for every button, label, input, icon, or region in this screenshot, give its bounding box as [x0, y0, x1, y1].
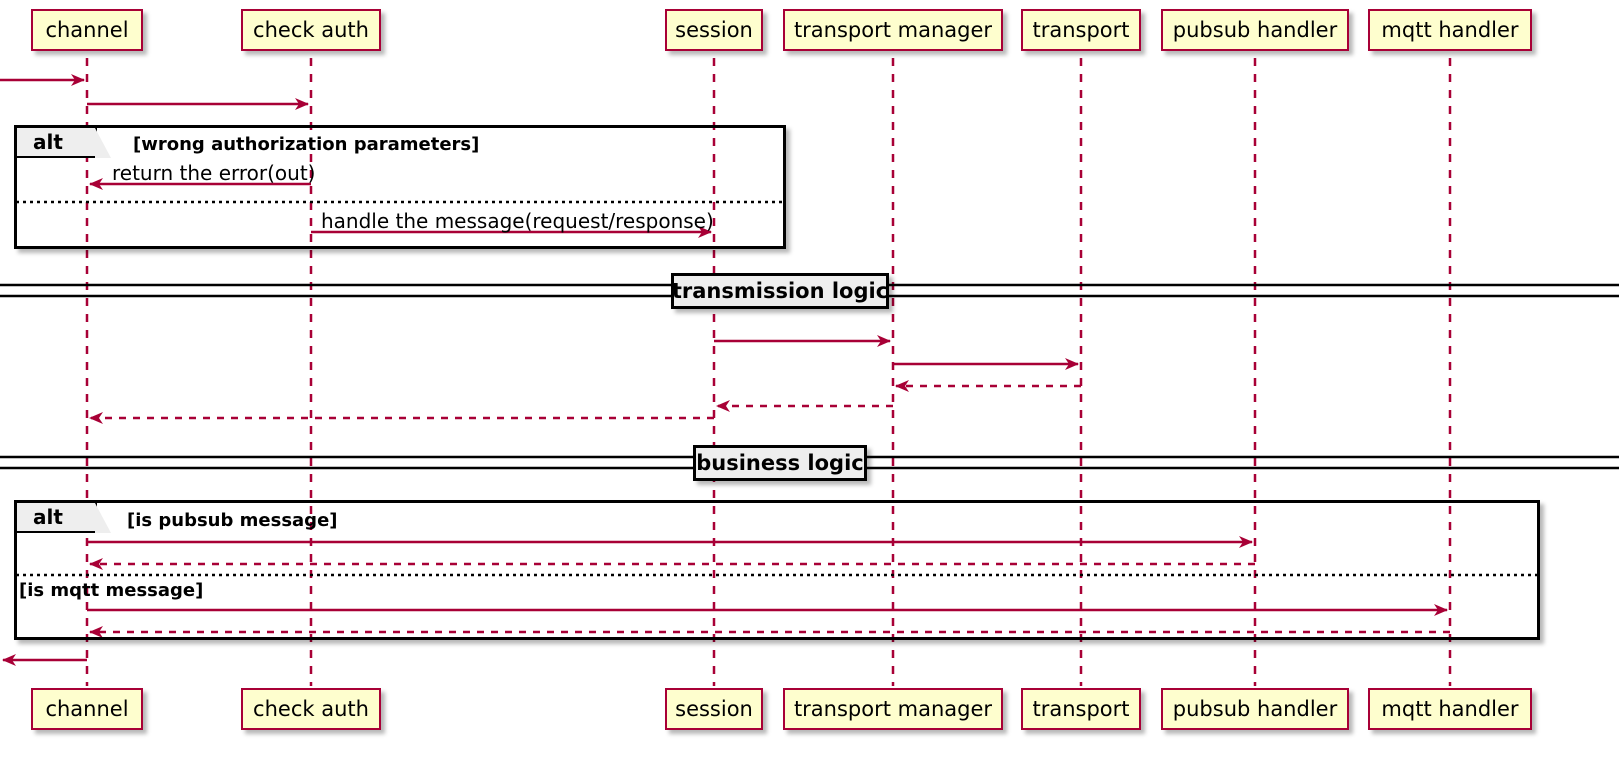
participant-check-auth-bottom[interactable]: check auth	[241, 688, 381, 730]
participant-label: mqtt handler	[1381, 18, 1519, 42]
message-text: return the error(out)	[112, 161, 316, 185]
participant-label: session	[675, 18, 753, 42]
alt-condition-text: [is pubsub message]	[127, 510, 338, 531]
alt-frame-business-condition-2: [is mqtt message]	[19, 580, 203, 601]
participant-channel-bottom[interactable]: channel	[31, 688, 143, 730]
alt-condition-text: [is mqtt message]	[19, 580, 204, 601]
alt-frame-business-condition-1: [is pubsub message]	[127, 510, 338, 531]
message-label-handle-the-message: handle the message(request/response)	[321, 211, 714, 231]
divider-business-logic: business logic	[693, 445, 867, 481]
participant-check-auth-top[interactable]: check auth	[241, 9, 381, 51]
message-text: handle the message(request/response)	[321, 209, 714, 233]
alt-frame-authorization-tab: alt	[17, 128, 111, 158]
alt-frame-business-tab: alt	[17, 503, 111, 533]
divider-label: transmission logic	[671, 279, 889, 303]
message-label-return-the-error: return the error(out)	[112, 163, 315, 183]
participant-session-top[interactable]: session	[665, 9, 763, 51]
participant-transport-top[interactable]: transport	[1021, 9, 1141, 51]
participant-label: mqtt handler	[1381, 697, 1519, 721]
alt-frame-business	[14, 500, 1540, 640]
alt-condition-text: [wrong authorization parameters]	[133, 134, 480, 155]
participant-label: check auth	[253, 18, 369, 42]
alt-separators	[16, 200, 1537, 577]
alt-frame-authorization-condition-1: [wrong authorization parameters]	[133, 134, 479, 155]
participant-transport-manager-bottom[interactable]: transport manager	[783, 688, 1003, 730]
divider-label: business logic	[696, 451, 864, 475]
alt-operator-label: alt	[33, 505, 63, 529]
participant-channel-top[interactable]: channel	[31, 9, 143, 51]
participant-label: session	[675, 697, 753, 721]
participant-pubsub-handler-bottom[interactable]: pubsub handler	[1161, 688, 1349, 730]
alt-operator-label: alt	[33, 130, 63, 154]
participant-session-bottom[interactable]: session	[665, 688, 763, 730]
divider-rails	[0, 283, 1619, 470]
participant-label: channel	[45, 697, 129, 721]
messages	[0, 74, 1450, 666]
participant-label: pubsub handler	[1172, 18, 1338, 42]
participant-pubsub-handler-top[interactable]: pubsub handler	[1161, 9, 1349, 51]
participant-label: transport manager	[793, 18, 993, 42]
participant-label: transport	[1032, 697, 1130, 721]
participant-label: pubsub handler	[1172, 697, 1338, 721]
participant-mqtt-handler-top[interactable]: mqtt handler	[1368, 9, 1532, 51]
participant-transport-manager-top[interactable]: transport manager	[783, 9, 1003, 51]
participant-mqtt-handler-bottom[interactable]: mqtt handler	[1368, 688, 1532, 730]
participant-label: channel	[45, 18, 129, 42]
alt-frame-authorization	[14, 125, 786, 249]
participant-transport-bottom[interactable]: transport	[1021, 688, 1141, 730]
participant-label: transport	[1032, 18, 1130, 42]
participant-label: transport manager	[793, 697, 993, 721]
participant-label: check auth	[253, 697, 369, 721]
divider-transmission-logic: transmission logic	[671, 273, 889, 309]
